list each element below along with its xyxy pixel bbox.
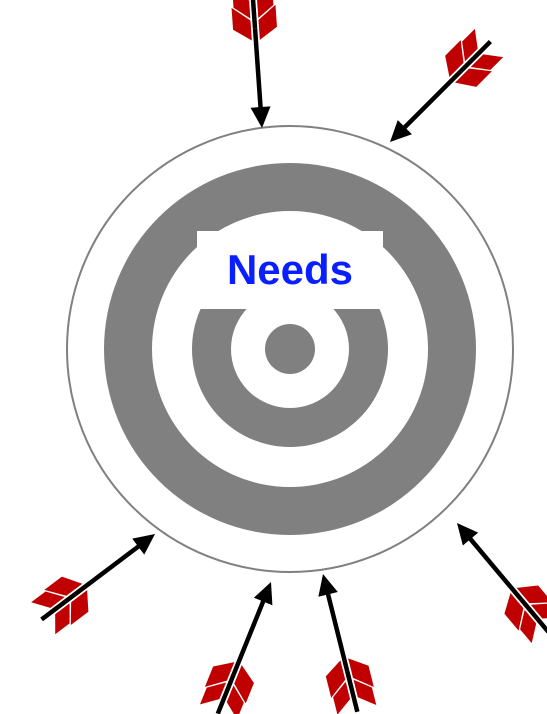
needs-label-box: Needs [197,231,383,309]
target [67,126,513,572]
arrow-bottom-center-left [197,574,291,714]
arrow-bottom-center-right [302,569,379,714]
arrow-bottom-right [440,509,547,646]
arrow-top-right [374,26,506,158]
bullseye [265,324,315,374]
needs-label: Needs [227,246,353,293]
arrow-bottom-left [28,516,168,637]
arrow-top [230,0,284,130]
